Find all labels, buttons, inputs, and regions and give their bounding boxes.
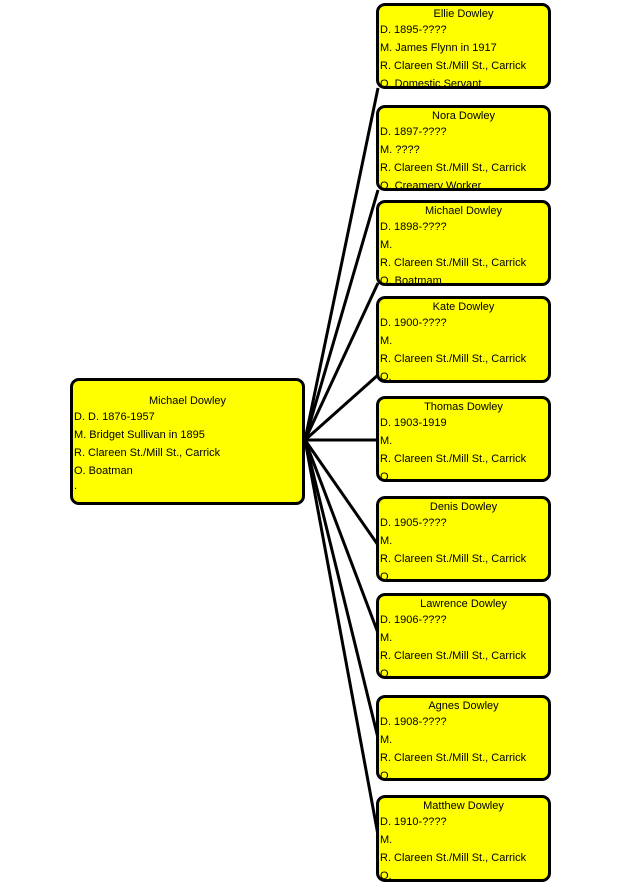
marriage-line: M. [380,632,393,644]
person-name: Ellie Dowley [433,8,494,20]
occupation-line: O. [380,668,392,679]
birth-death-line: D. 1897-???? [380,126,447,138]
connector-line [303,87,380,441]
child-person-box: Michael Dowley D. 1898-???? M. R. Clareen S… [376,200,551,286]
connector-line [303,439,380,546]
marriage-line: M. ???? [380,144,420,156]
residence-line: R. Clareen St./Mill St., Carrick [380,553,527,565]
residence-line: R. Clareen St./Mill St., Carrick [380,650,527,662]
person-name: Matthew Dowley [423,800,504,812]
person-name: Thomas Dowley [424,401,503,413]
child-person-box: Matthew Dowley D. 1910-???? M. R. Clareen S… [376,795,551,882]
child-person-box: Kate Dowley D. 1900-???? M. R. Clareen St./… [376,296,551,383]
residence-line: R. Clareen St./Mill St., Carrick [380,60,527,72]
person-name: Lawrence Dowley [420,598,507,610]
occupation-line: O. Domestic Servant [380,78,482,89]
child-person-box: Nora Dowley D. 1897-???? M. ???? R. Clareen… [376,105,551,191]
birth-death-line: D. 1906-???? [380,614,447,626]
occupation-line: O. [380,471,392,482]
connector-line [303,282,380,441]
occupation-line: O. [380,371,392,383]
marriage-line: M. [380,335,393,347]
marriage-line: M. [380,834,393,846]
birth-death-line: D. 1910-???? [380,816,447,828]
marriage-line: M. [380,435,393,447]
birth-death-line: D. 1905-???? [380,517,447,529]
person-name: Agnes Dowley [428,700,499,712]
connector-line [303,439,380,739]
birth-death-line: D. D. 1876-1957 [74,411,155,423]
person-name: Kate Dowley [432,301,495,313]
birth-death-line: D. 1900-???? [380,317,447,329]
parent-person-box: Michael Dowley D. D. 1876-1957 M. Bridge… [70,378,305,505]
residence-line: R. Clareen St./Mill St., Carrick [380,752,527,764]
child-person-box: Denis Dowley D. 1905-???? M. R. Clareen St.… [376,496,551,582]
person-name: Michael Dowley [424,205,503,217]
occupation-line: O. Creamery Worker [380,180,482,191]
child-person-box: Lawrence Dowley D. 1906-???? M. R. Clareen … [376,593,551,679]
person-name: Nora Dowley [432,110,495,122]
residence-line: R. Clareen St./Mill St., Carrick [74,447,221,459]
residence-line: R. Clareen St./Mill St., Carrick [380,353,527,365]
occupation-line: O. [380,571,392,582]
connector-line [303,439,380,836]
occupation-line: O. [380,870,392,882]
connector-line [303,189,380,441]
extra-line: . [74,480,78,492]
birth-death-line: D. 1908-???? [380,716,447,728]
occupation-line: O. Boatman [74,465,133,477]
person-name: Denis Dowley [429,501,498,513]
marriage-line: M. [380,535,393,547]
child-person-box: Agnes Dowley D. 1908-???? M. R. Clareen St.… [376,695,551,781]
birth-death-line: D. 1895-???? [380,24,447,36]
residence-line: R. Clareen St./Mill St., Carrick [380,852,527,864]
connector-line [303,439,380,634]
connector-line [304,373,379,442]
child-person-box: Ellie Dowley D. 1895-???? M. James Flynn i… [376,3,551,89]
marriage-line: M. [380,239,393,251]
occupation-line: O. Boatmam [380,275,442,286]
birth-death-line: D. 1903-1919 [380,417,447,429]
residence-line: R. Clareen St./Mill St., Carrick [380,453,527,465]
marriage-line: M. Bridget Sullivan in 1895 [74,429,205,441]
marriage-line: M. [380,734,393,746]
birth-death-line: D. 1898-???? [380,221,447,233]
marriage-line: M. James Flynn in 1917 [380,42,497,54]
residence-line: R. Clareen St./Mill St., Carrick [380,162,527,174]
occupation-line: O. [380,770,392,781]
residence-line: R. Clareen St./Mill St., Carrick [380,257,527,269]
person-name: Michael Dowley [148,395,227,407]
